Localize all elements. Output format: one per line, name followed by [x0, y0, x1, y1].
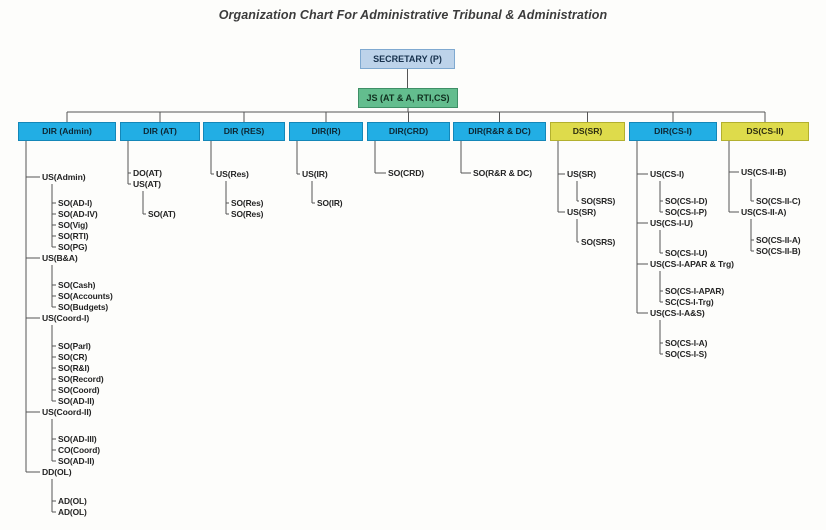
node-so-res[interactable]: SO(Res) — [231, 209, 264, 219]
node-so-cs-i-a[interactable]: SO(CS-I-A) — [665, 338, 708, 348]
node-so-crd[interactable]: SO(CRD) — [388, 168, 425, 178]
node-so-srs[interactable]: SO(SRS) — [581, 237, 616, 247]
node-us-admin[interactable]: US(Admin) — [42, 172, 86, 182]
node-so-record[interactable]: SO(Record) — [58, 374, 104, 384]
node-so-parl[interactable]: SO(Parl) — [58, 341, 91, 351]
node-so-ad-iii[interactable]: SO(AD-III) — [58, 434, 97, 444]
node-js[interactable]: JS (AT & A, RTI,CS) — [358, 88, 458, 108]
node-us-coord-i[interactable]: US(Coord-I) — [42, 313, 90, 323]
node-department-dir-ir[interactable]: DIR(IR) — [289, 122, 363, 141]
node-so-ir[interactable]: SO(IR) — [317, 198, 343, 208]
node-co-coord[interactable]: CO(Coord) — [58, 445, 100, 455]
node-so-rti[interactable]: SO(RTI) — [58, 231, 89, 241]
node-so-res[interactable]: SO(Res) — [231, 198, 264, 208]
node-us-sr[interactable]: US(SR) — [567, 207, 596, 217]
node-department-dir-cs-i[interactable]: DIR(CS-I) — [629, 122, 717, 141]
node-us-cs-i-apar-trg[interactable]: US(CS-I-APAR & Trg) — [650, 259, 734, 269]
node-department-dir-admin[interactable]: DIR (Admin) — [18, 122, 116, 141]
node-so-cs-i-s[interactable]: SO(CS-I-S) — [665, 349, 707, 359]
node-us-cs-ii-b[interactable]: US(CS-II-B) — [741, 167, 787, 177]
node-so-r-i[interactable]: SO(R&I) — [58, 363, 90, 373]
node-department-dir-at[interactable]: DIR (AT) — [120, 122, 200, 141]
node-department-ds-cs-ii[interactable]: DS(CS-II) — [721, 122, 809, 141]
node-us-coord-ii[interactable]: US(Coord-II) — [42, 407, 92, 417]
node-ad-ol[interactable]: AD(OL) — [58, 496, 87, 506]
node-so-cs-i-apar[interactable]: SO(CS-I-APAR) — [665, 286, 725, 296]
node-us-cs-i-u[interactable]: US(CS-I-U) — [650, 218, 693, 228]
node-ad-ol[interactable]: AD(OL) — [58, 507, 87, 517]
node-so-cs-i-u[interactable]: SO(CS-I-U) — [665, 248, 708, 258]
node-department-dir-r-r-dc[interactable]: DIR(R&R & DC) — [453, 122, 546, 141]
node-dd-ol[interactable]: DD(OL) — [42, 467, 72, 477]
page-title: Organization Chart For Administrative Tr… — [218, 8, 608, 22]
node-us-res[interactable]: US(Res) — [216, 169, 249, 179]
node-so-cs-i-p[interactable]: SO(CS-I-P) — [665, 207, 707, 217]
node-us-at[interactable]: US(AT) — [133, 179, 161, 189]
node-so-ad-i[interactable]: SO(AD-I) — [58, 198, 93, 208]
node-so-accounts[interactable]: SO(Accounts) — [58, 291, 113, 301]
node-sc-cs-i-trg[interactable]: SC(CS-I-Trg) — [665, 297, 714, 307]
node-us-sr[interactable]: US(SR) — [567, 169, 596, 179]
node-us-cs-ii-a[interactable]: US(CS-II-A) — [741, 207, 787, 217]
node-secretary[interactable]: SECRETARY (P) — [360, 49, 455, 69]
node-so-ad-iv[interactable]: SO(AD-IV) — [58, 209, 98, 219]
node-so-vig[interactable]: SO(Vig) — [58, 220, 88, 230]
node-us-cs-i-a-s[interactable]: US(CS-I-A&S) — [650, 308, 705, 318]
node-us-ir[interactable]: US(IR) — [302, 169, 328, 179]
node-so-ad-ii[interactable]: SO(AD-II) — [58, 456, 95, 466]
node-us-cs-i[interactable]: US(CS-I) — [650, 169, 685, 179]
node-so-ad-ii[interactable]: SO(AD-II) — [58, 396, 95, 406]
node-so-pg[interactable]: SO(PG) — [58, 242, 88, 252]
node-so-cash[interactable]: SO(Cash) — [58, 280, 96, 290]
node-so-cs-ii-b[interactable]: SO(CS-II-B) — [756, 246, 801, 256]
node-so-cs-ii-a[interactable]: SO(CS-II-A) — [756, 235, 801, 245]
node-so-r-r-dc[interactable]: SO(R&R & DC) — [473, 168, 532, 178]
node-so-at[interactable]: SO(AT) — [148, 209, 176, 219]
node-department-ds-sr[interactable]: DS(SR) — [550, 122, 625, 141]
node-so-srs[interactable]: SO(SRS) — [581, 196, 616, 206]
node-department-dir-res[interactable]: DIR (RES) — [203, 122, 285, 141]
node-us-b-a[interactable]: US(B&A) — [42, 253, 78, 263]
node-department-dir-crd[interactable]: DIR(CRD) — [367, 122, 450, 141]
node-so-budgets[interactable]: SO(Budgets) — [58, 302, 109, 312]
node-so-cs-i-d[interactable]: SO(CS-I-D) — [665, 196, 708, 206]
node-so-coord[interactable]: SO(Coord) — [58, 385, 100, 395]
node-so-cr[interactable]: SO(CR) — [58, 352, 88, 362]
node-so-cs-ii-c[interactable]: SO(CS-II-C) — [756, 196, 801, 206]
node-do-at[interactable]: DO(AT) — [133, 168, 162, 178]
